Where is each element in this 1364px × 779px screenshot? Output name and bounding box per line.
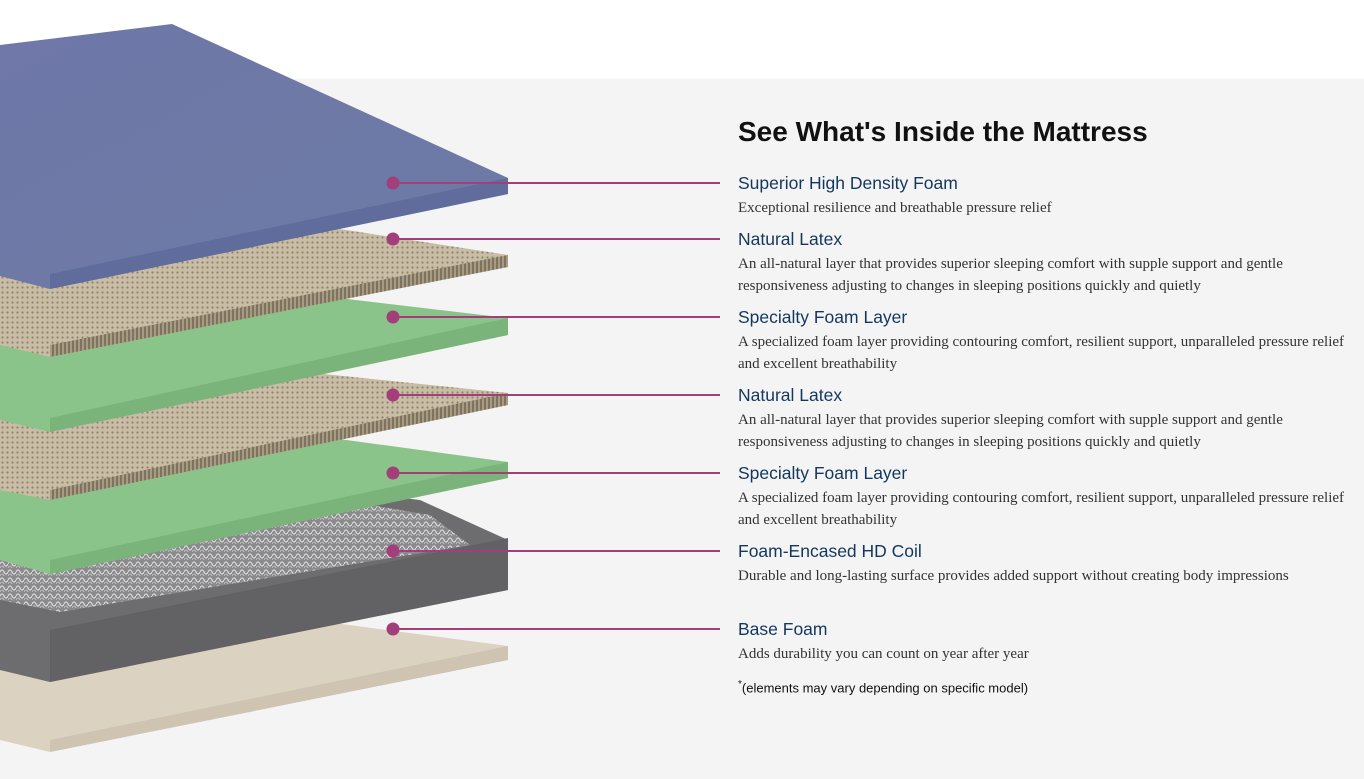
footnote-text: (elements may vary depending on specific…: [741, 680, 1029, 696]
layer-item-specialty-foam-1: Specialty Foam Layer A specialized foam …: [738, 306, 1346, 375]
page-title: See What's Inside the Mattress: [738, 116, 1148, 147]
layer-description: An all-natural layer that provides super…: [738, 256, 1283, 294]
layer-name: Specialty Foam Layer: [738, 307, 908, 327]
layer-item-hd-coil: Foam-Encased HD Coil Durable and long-la…: [738, 540, 1346, 587]
layer-item-superior-foam: Superior High Density Foam Exceptional r…: [738, 172, 1346, 219]
layer-description: Adds durability you can count on year af…: [738, 646, 1029, 662]
layer-name: Specialty Foam Layer: [738, 463, 908, 483]
layer-description: Exceptional resilience and breathable pr…: [738, 200, 1052, 216]
layer-description: An all-natural layer that provides super…: [738, 412, 1283, 450]
layer-name: Foam-Encased HD Coil: [738, 541, 922, 561]
footnote: *(elements may vary depending on specifi…: [738, 679, 1028, 695]
layer-description: Durable and long-lasting surface provide…: [738, 568, 1289, 584]
layer-description: A specialized foam layer providing conto…: [738, 334, 1345, 372]
leader-lines: [386, 176, 720, 636]
layer-name: Superior High Density Foam: [738, 173, 958, 193]
layer-item-base-foam: Base Foam Adds durability you can count …: [738, 618, 1346, 665]
mattress-layers-illustration: [0, 24, 720, 752]
layer-name: Base Foam: [738, 619, 828, 639]
layer-description: A specialized foam layer providing conto…: [738, 490, 1345, 528]
layer-name: Natural Latex: [738, 385, 843, 405]
layer-item-natural-latex-1: Natural Latex An all-natural layer that …: [738, 228, 1346, 297]
layer-name: Natural Latex: [738, 229, 843, 249]
layer-item-natural-latex-2: Natural Latex An all-natural layer that …: [738, 384, 1346, 453]
superior-foam-layer-shape: [0, 24, 508, 289]
layer-item-specialty-foam-2: Specialty Foam Layer A specialized foam …: [738, 462, 1346, 531]
footnote-mark: *: [738, 679, 742, 690]
